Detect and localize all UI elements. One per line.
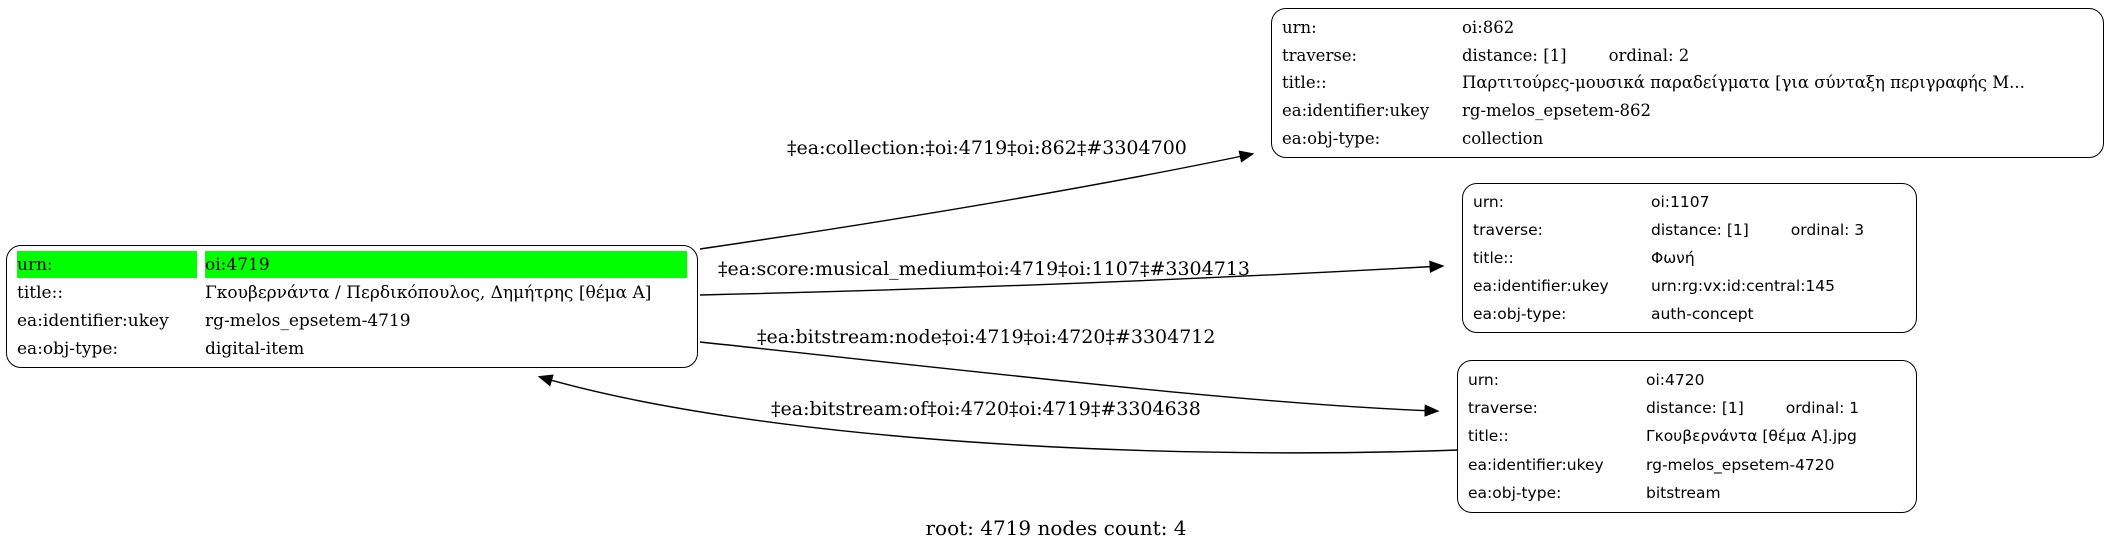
attr-value: oi:4719 bbox=[205, 251, 687, 278]
edge-collection bbox=[699, 150, 1255, 250]
attr-label: ea:obj-type: bbox=[17, 338, 119, 359]
attr-value: Γκουβερνάντα / Περδικόπουλος, Δημήτρης [… bbox=[205, 282, 652, 303]
attr-value-group: distance: [1] ordinal: 3 bbox=[1651, 217, 1906, 244]
attr-value: distance: [1] bbox=[1462, 45, 1567, 65]
attr-row-identifier: ea:identifier:ukey urn:rg:vx:id:central:… bbox=[1463, 272, 1916, 299]
attr-row-title: title:: Γκουβερνάντα [θέμα A].jpg bbox=[1458, 423, 1916, 450]
attr-label: traverse: bbox=[1468, 399, 1538, 418]
attr-row-traverse: traverse: distance: [1] ordinal: 3 bbox=[1463, 217, 1916, 244]
node-oi-1107: urn: oi:1107 traverse: distance: [1] ord… bbox=[1462, 183, 1917, 333]
attr-value: auth-concept bbox=[1651, 304, 1754, 323]
attr-value: distance: [1] bbox=[1651, 221, 1749, 240]
attr-value-group: distance: [1] ordinal: 2 bbox=[1462, 42, 2093, 69]
attr-label: traverse: bbox=[1473, 221, 1543, 240]
attr-row-identifier: ea:identifier:ukey rg-melos_epsetem-4720 bbox=[1458, 451, 1916, 478]
attr-label: urn: bbox=[1473, 193, 1504, 212]
edge-label-bitstream-of: ‡ea:bitstream:of‡oi:4720‡oi:4719‡#330463… bbox=[771, 398, 1201, 420]
attr-row-identifier: ea:identifier:ukey rg-melos_epsetem-4719 bbox=[7, 307, 697, 334]
attr-row-title: title:: Γκουβερνάντα / Περδικόπουλος, Δη… bbox=[7, 279, 697, 306]
node-oi-862: urn: oi:862 traverse: distance: [1] ordi… bbox=[1271, 8, 2104, 158]
attr-row-urn: urn: oi:4719 bbox=[7, 251, 697, 278]
attr-label: title:: bbox=[1473, 248, 1514, 267]
attr-label: ea:obj-type: bbox=[1473, 304, 1567, 323]
attr-row-obj-type: ea:obj-type: bitstream bbox=[1458, 480, 1916, 507]
attr-value-group: distance: [1] ordinal: 1 bbox=[1646, 395, 1906, 422]
attr-value: rg-melos_epsetem-4720 bbox=[1646, 455, 1835, 474]
attr-row-obj-type: ea:obj-type: collection bbox=[1272, 125, 2103, 152]
attr-label: ea:identifier:ukey bbox=[1468, 455, 1604, 474]
attr-label: urn: bbox=[17, 251, 197, 278]
attr-label: title:: bbox=[17, 282, 64, 303]
attr-value: bitstream bbox=[1646, 484, 1721, 503]
edge-label-bitstream-node: ‡ea:bitstream:node‡oi:4719‡oi:4720‡#3304… bbox=[757, 326, 1216, 348]
attr-label: ea:identifier:ukey bbox=[17, 310, 169, 331]
attr-value: Γκουβερνάντα [θέμα A].jpg bbox=[1646, 427, 1857, 446]
edge-score-musical-medium bbox=[699, 260, 1445, 296]
attr-label: traverse: bbox=[1282, 45, 1358, 65]
attr-value: distance: [1] bbox=[1646, 399, 1744, 418]
attr-value: Φωνή bbox=[1651, 248, 1695, 267]
attr-row-traverse: traverse: distance: [1] ordinal: 2 bbox=[1272, 42, 2103, 69]
attr-value: urn:rg:vx:id:central:145 bbox=[1651, 276, 1836, 295]
attr-row-obj-type: ea:obj-type: digital-item bbox=[7, 335, 697, 362]
attr-value: digital-item bbox=[205, 338, 305, 359]
attr-value: oi:1107 bbox=[1651, 193, 1710, 212]
attr-label: ea:obj-type: bbox=[1468, 484, 1562, 503]
attr-value: oi:862 bbox=[1462, 17, 1515, 37]
attr-row-title: title:: Φωνή bbox=[1463, 244, 1916, 271]
edge-label-collection: ‡ea:collection:‡oi:4719‡oi:862‡#3304700 bbox=[787, 137, 1187, 159]
attr-row-urn: urn: oi:4720 bbox=[1458, 366, 1916, 393]
attr-value-2: ordinal: 1 bbox=[1785, 399, 1860, 418]
attr-value: collection bbox=[1462, 129, 1544, 149]
attr-label: urn: bbox=[1282, 17, 1317, 37]
edge-bitstream-node bbox=[699, 341, 1440, 417]
attr-value: oi:4720 bbox=[1646, 370, 1705, 389]
attr-label: urn: bbox=[1468, 370, 1499, 389]
attr-label: title:: bbox=[1282, 73, 1327, 93]
edge-bitstream-of bbox=[537, 374, 1460, 454]
attr-label: ea:identifier:ukey bbox=[1282, 101, 1430, 121]
graph-caption: root: 4719 nodes count: 4 bbox=[925, 516, 1187, 540]
node-oi-4720: urn: oi:4720 traverse: distance: [1] ord… bbox=[1457, 360, 1917, 513]
node-oi-4719: urn: oi:4719 title:: Γκουβερνάντα / Περδ… bbox=[6, 245, 698, 368]
attr-row-traverse: traverse: distance: [1] ordinal: 1 bbox=[1458, 395, 1916, 422]
attr-value: rg-melos_epsetem-862 bbox=[1462, 101, 1652, 121]
attr-row-urn: urn: oi:1107 bbox=[1463, 189, 1916, 216]
edge-label-score-musical-medium: ‡ea:score:musical_medium‡oi:4719‡oi:1107… bbox=[718, 258, 1250, 280]
attr-value: rg-melos_epsetem-4719 bbox=[205, 310, 411, 331]
attr-value-2: ordinal: 3 bbox=[1790, 221, 1865, 240]
attr-value-2: ordinal: 2 bbox=[1608, 45, 1690, 65]
attr-row-obj-type: ea:obj-type: auth-concept bbox=[1463, 300, 1916, 327]
attr-row-identifier: ea:identifier:ukey rg-melos_epsetem-862 bbox=[1272, 97, 2103, 124]
attr-value: Παρτιτούρες-μουσικά παραδείγματα [για σύ… bbox=[1462, 73, 2025, 93]
attr-label: ea:obj-type: bbox=[1282, 129, 1381, 149]
attr-label: title:: bbox=[1468, 427, 1509, 446]
attr-row-urn: urn: oi:862 bbox=[1272, 14, 2103, 41]
attr-row-title: title:: Παρτιτούρες-μουσικά παραδείγματα… bbox=[1272, 69, 2103, 96]
attr-label: ea:identifier:ukey bbox=[1473, 276, 1609, 295]
